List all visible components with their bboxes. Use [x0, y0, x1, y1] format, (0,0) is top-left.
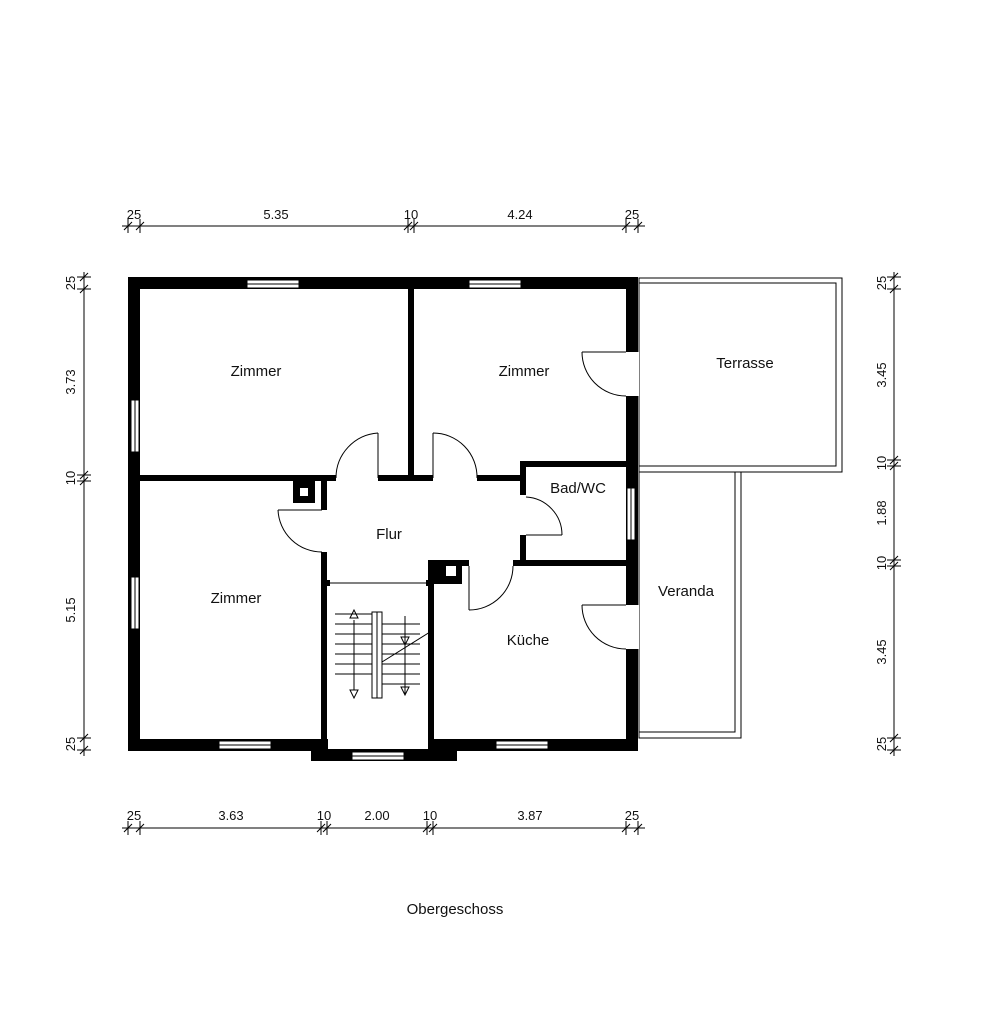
dim-bottom-25-right: 25 — [625, 808, 639, 823]
dim-bottom-3-63: 3.63 — [218, 808, 243, 823]
dim-top-25-left: 25 — [127, 207, 141, 222]
dim-left-3-73: 3.73 — [63, 369, 78, 394]
dim-left-25-top: 25 — [63, 276, 78, 290]
floor-title: Obergeschoss — [407, 901, 504, 918]
room-label-kueche: Küche — [507, 632, 550, 649]
windows — [130, 279, 636, 761]
dim-bottom-25-left: 25 — [127, 808, 141, 823]
dimension-line-right: 25 3.45 10 1.88 10 3.45 25 — [874, 272, 901, 756]
dimension-line-top: 25 5.35 10 4.24 25 — [122, 207, 645, 233]
dim-bottom-2-00: 2.00 — [364, 808, 389, 823]
dim-left-10: 10 — [63, 471, 78, 485]
dim-bottom-10-a: 10 — [317, 808, 331, 823]
room-label-terrasse: Terrasse — [716, 355, 774, 372]
dim-right-25-top: 25 — [874, 276, 889, 290]
room-label-zimmer-ne: Zimmer — [499, 363, 550, 380]
dim-top-4-24: 4.24 — [507, 207, 532, 222]
dim-left-5-15: 5.15 — [63, 597, 78, 622]
dimension-line-left: 25 3.73 10 5.15 25 — [63, 272, 91, 756]
dim-bottom-10-b: 10 — [423, 808, 437, 823]
dim-right-1-88: 1.88 — [874, 500, 889, 525]
dim-right-3-45-bottom: 3.45 — [874, 639, 889, 664]
dim-right-10-a: 10 — [874, 456, 889, 470]
dim-left-25-bottom: 25 — [63, 737, 78, 751]
dim-top-5-35: 5.35 — [263, 207, 288, 222]
room-label-flur: Flur — [376, 526, 402, 543]
dim-bottom-3-87: 3.87 — [517, 808, 542, 823]
staircase — [335, 608, 431, 700]
walls — [128, 277, 638, 761]
room-label-veranda: Veranda — [658, 583, 715, 600]
dimension-line-bottom: 25 3.63 10 2.00 10 3.87 25 — [122, 808, 645, 835]
dim-right-10-b: 10 — [874, 556, 889, 570]
dim-top-25-right: 25 — [625, 207, 639, 222]
doors — [277, 351, 639, 650]
dim-right-3-45-top: 3.45 — [874, 362, 889, 387]
dim-top-10: 10 — [404, 207, 418, 222]
room-label-zimmer-sw: Zimmer — [211, 590, 262, 607]
terrasse-outline — [638, 277, 843, 473]
room-label-zimmer-nw: Zimmer — [231, 363, 282, 380]
veranda-outline — [638, 471, 742, 739]
dim-right-25-bottom: 25 — [874, 737, 889, 751]
room-label-bad: Bad/WC — [550, 480, 606, 497]
